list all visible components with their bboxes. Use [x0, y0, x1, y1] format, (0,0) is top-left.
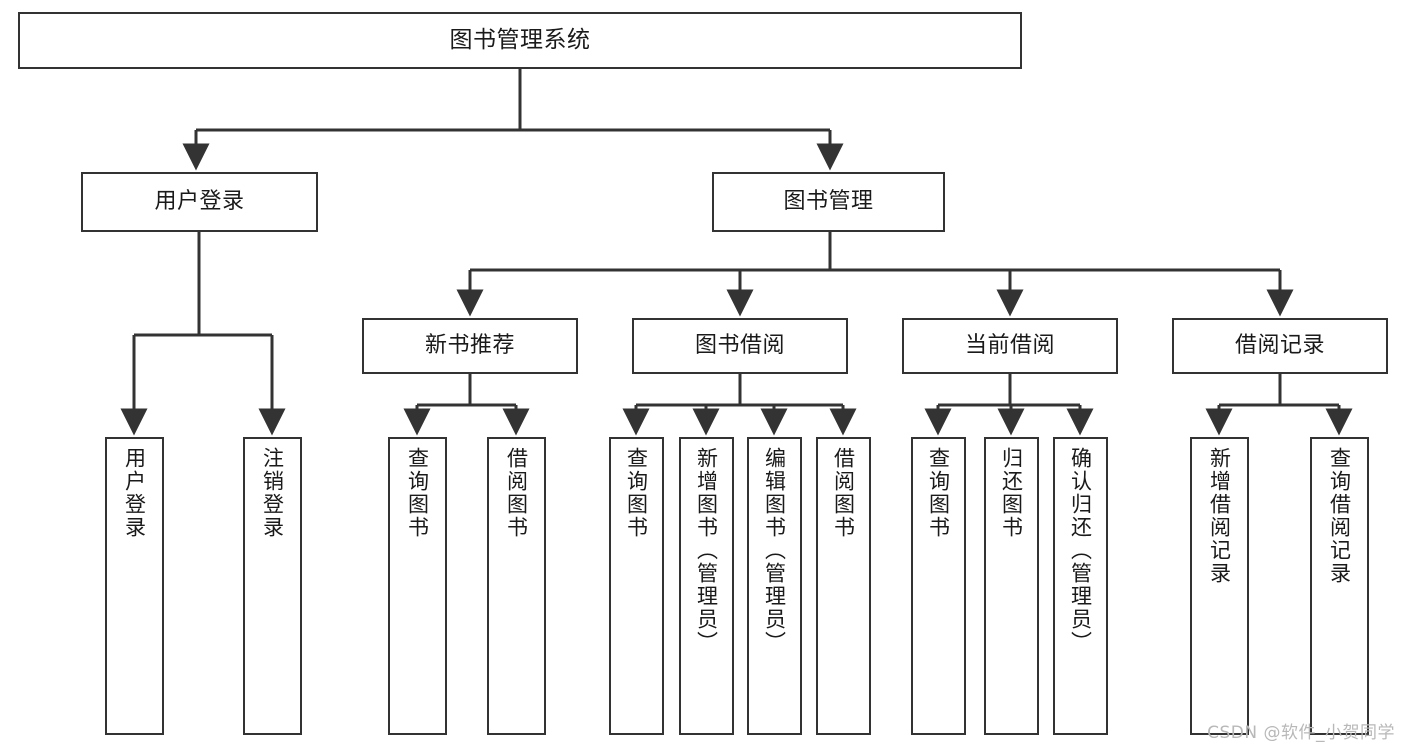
- leaf-logout[interactable]: 注销登录: [243, 437, 302, 735]
- leaf-edit-book[interactable]: 编辑图书（管理员）: [747, 437, 802, 735]
- leaf-user-login[interactable]: 用户登录: [105, 437, 164, 735]
- leaf-confirm-return[interactable]: 确认归还（管理员）: [1053, 437, 1108, 735]
- leaf-user-login-label: 用户登录: [122, 447, 147, 539]
- node-book-borrow[interactable]: 图书借阅: [632, 318, 848, 374]
- node-current-borrow[interactable]: 当前借阅: [902, 318, 1118, 374]
- leaf-borrow-book[interactable]: 借阅图书: [816, 437, 871, 735]
- leaf-query-book-current-label: 查询图书: [926, 447, 951, 539]
- leaf-add-book-label: 新增图书（管理员）: [694, 447, 719, 654]
- leaf-query-book-recommend-label: 查询图书: [405, 447, 430, 539]
- leaf-borrow-book-recommend-label: 借阅图书: [504, 447, 529, 539]
- node-new-book-recommend[interactable]: 新书推荐: [362, 318, 578, 374]
- leaf-add-borrow-record-label: 新增借阅记录: [1207, 447, 1232, 585]
- node-book-borrow-label: 图书借阅: [694, 333, 785, 359]
- leaf-logout-label: 注销登录: [260, 447, 285, 539]
- leaf-return-book-label: 归还图书: [999, 447, 1024, 539]
- node-root-label: 图书管理系统: [449, 26, 591, 53]
- leaf-borrow-book-label: 借阅图书: [831, 447, 856, 539]
- leaf-query-borrow-record-label: 查询借阅记录: [1327, 447, 1352, 585]
- node-user-login[interactable]: 用户登录: [81, 172, 318, 232]
- leaf-borrow-book-recommend[interactable]: 借阅图书: [487, 437, 546, 735]
- leaf-query-book-borrow-label: 查询图书: [624, 447, 649, 539]
- node-root[interactable]: 图书管理系统: [18, 12, 1022, 69]
- leaf-query-book-recommend[interactable]: 查询图书: [388, 437, 447, 735]
- node-borrow-record-label: 借阅记录: [1234, 333, 1325, 359]
- node-borrow-record[interactable]: 借阅记录: [1172, 318, 1388, 374]
- leaf-confirm-return-label: 确认归还（管理员）: [1068, 447, 1093, 654]
- node-current-borrow-label: 当前借阅: [964, 333, 1055, 359]
- leaf-query-book-borrow[interactable]: 查询图书: [609, 437, 664, 735]
- node-new-book-recommend-label: 新书推荐: [424, 333, 515, 359]
- leaf-query-book-current[interactable]: 查询图书: [911, 437, 966, 735]
- csdn-watermark: CSDN @软件_小贺同学: [1207, 723, 1395, 743]
- leaf-return-book[interactable]: 归还图书: [984, 437, 1039, 735]
- node-book-manage[interactable]: 图书管理: [712, 172, 945, 232]
- leaf-add-borrow-record[interactable]: 新增借阅记录: [1190, 437, 1249, 735]
- node-book-manage-label: 图书管理: [783, 189, 874, 215]
- leaf-edit-book-label: 编辑图书（管理员）: [762, 447, 787, 654]
- leaf-add-book[interactable]: 新增图书（管理员）: [679, 437, 734, 735]
- leaf-query-borrow-record[interactable]: 查询借阅记录: [1310, 437, 1369, 735]
- node-user-login-label: 用户登录: [154, 189, 245, 215]
